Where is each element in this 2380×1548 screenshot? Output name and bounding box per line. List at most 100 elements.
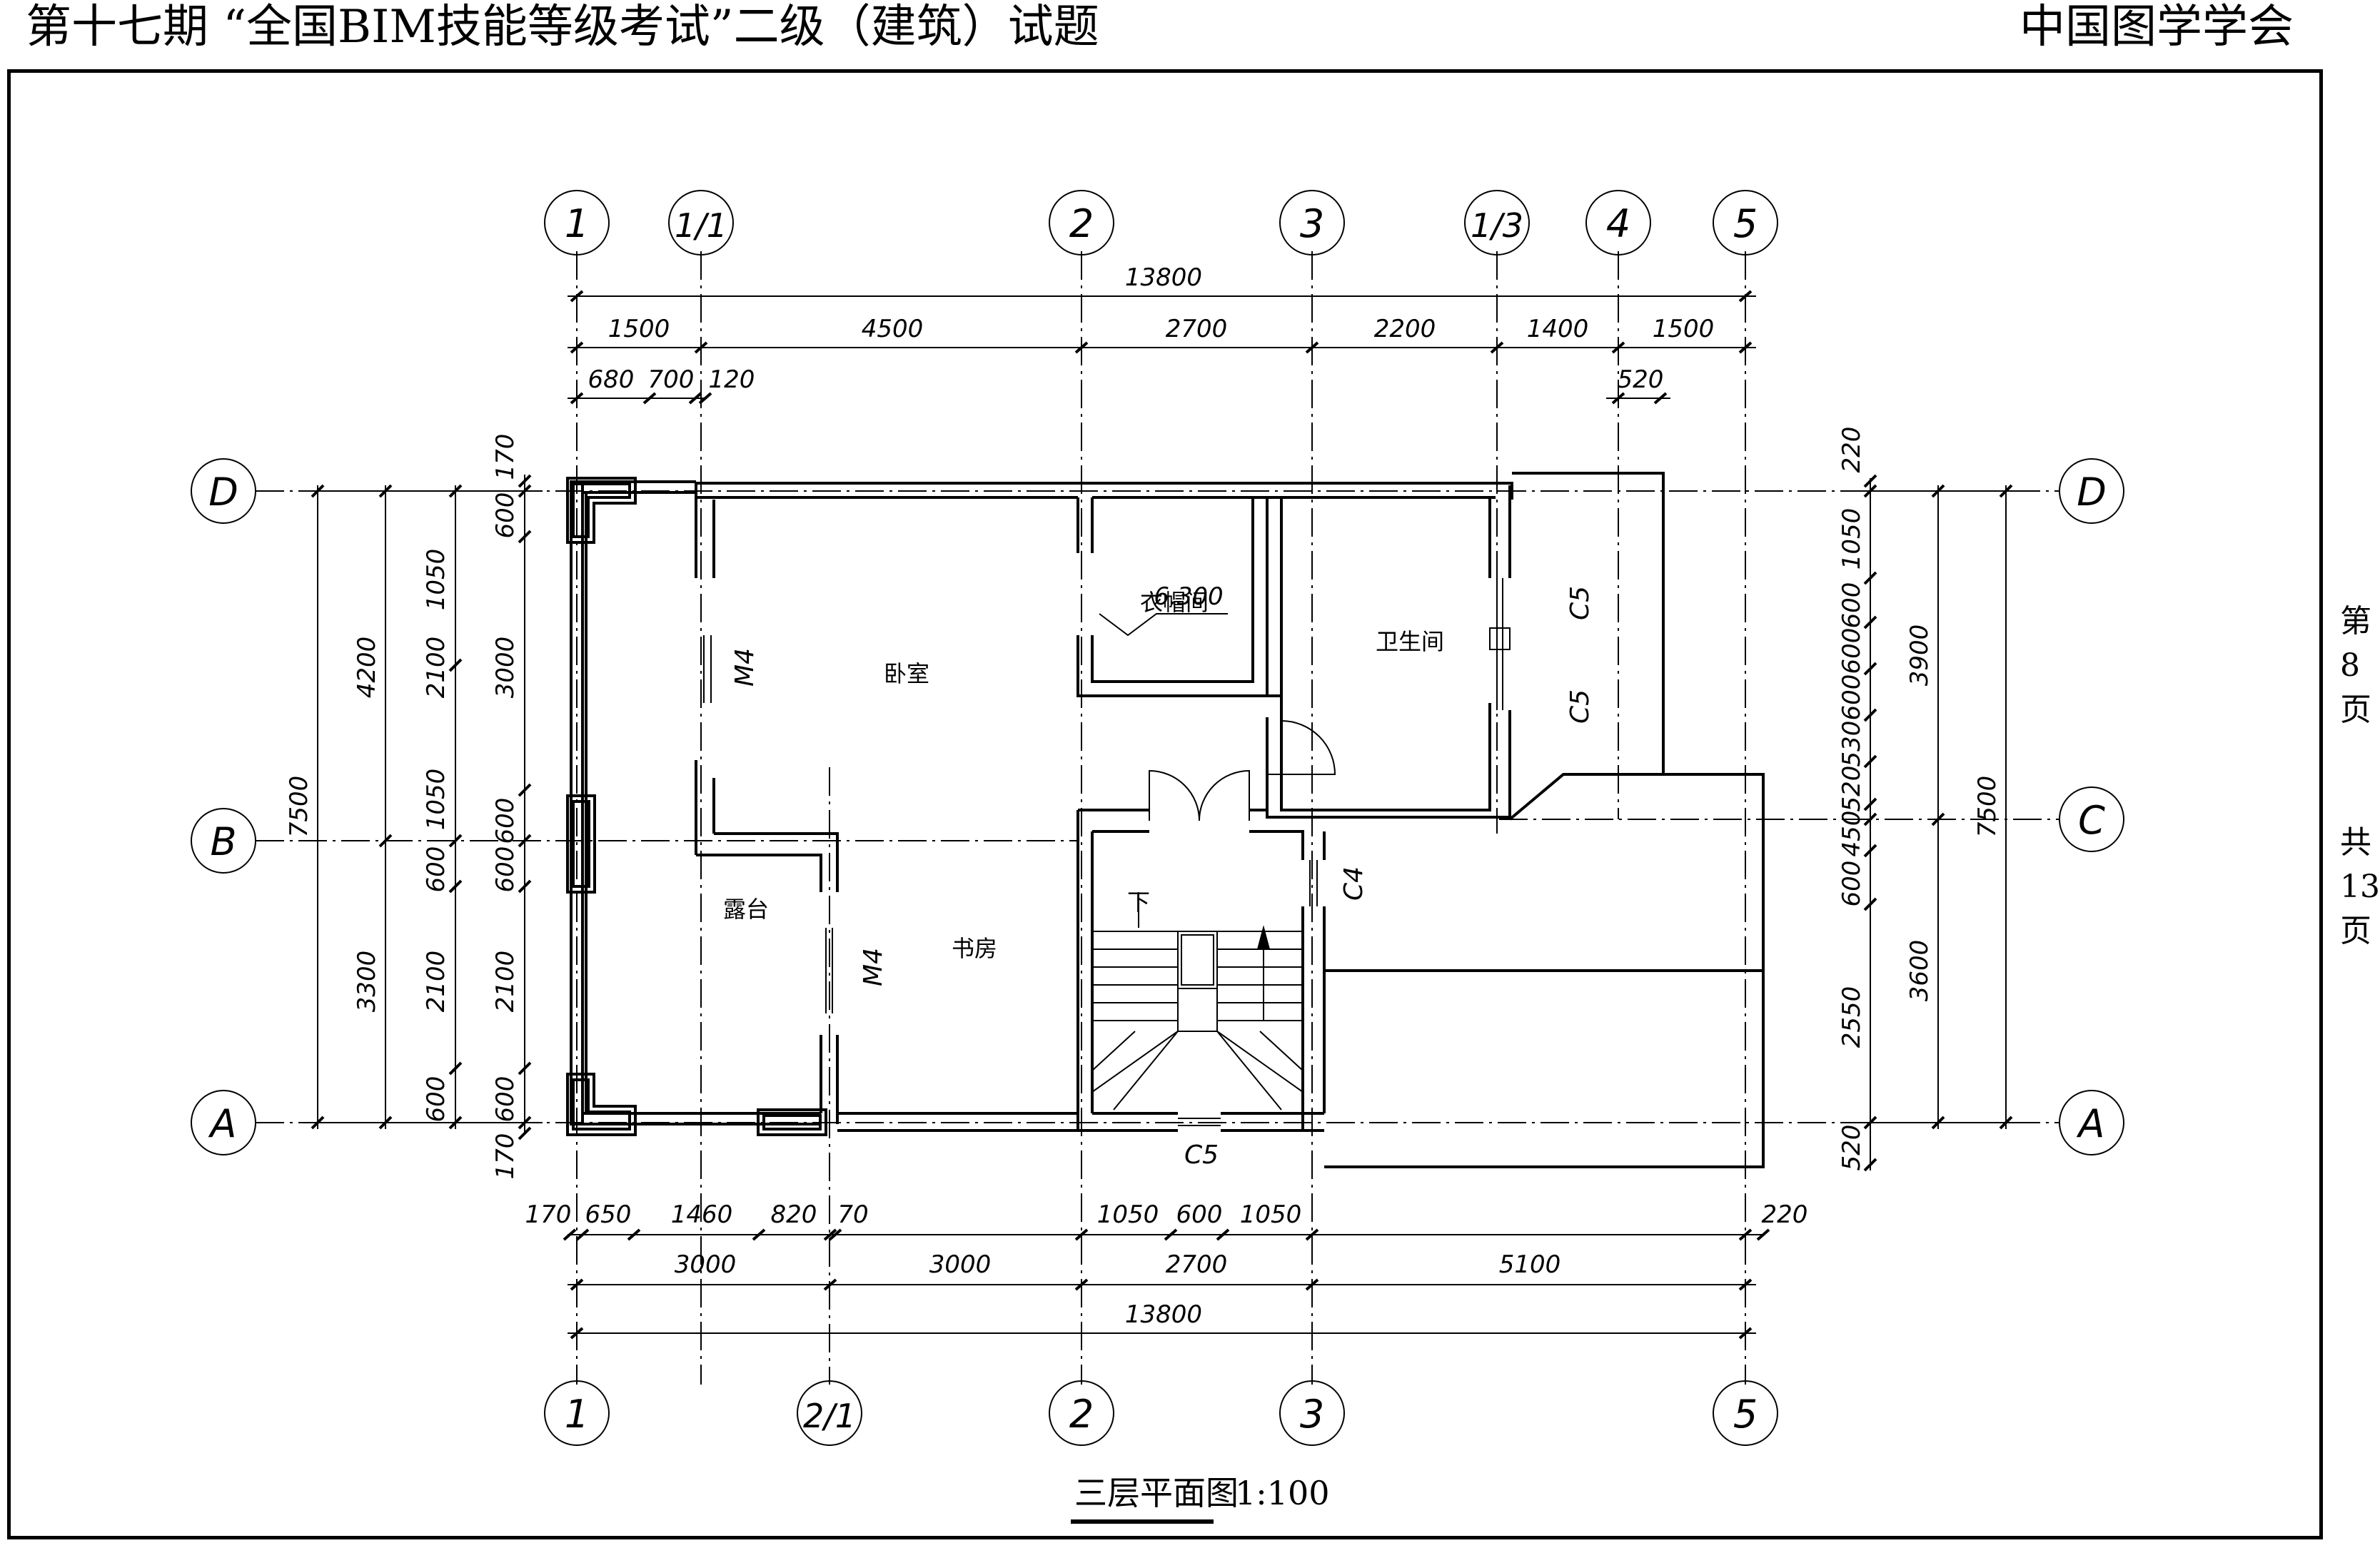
- dim-left-inner: 1050: [422, 769, 450, 831]
- dim-left-wall: 600: [491, 1076, 520, 1123]
- dim-top-seg: 2200: [1374, 315, 1436, 343]
- axis-label-bottom-3: 3: [1300, 1392, 1324, 1437]
- dim-bottom-detail: 1050: [1240, 1200, 1302, 1229]
- dimension-lines: [307, 295, 2020, 1334]
- page-total-number: 13: [2340, 869, 2380, 905]
- room-label-terrace: 露台: [723, 896, 769, 923]
- axis-label-top-1-1: 1/1: [675, 206, 727, 245]
- axis-label-right-a: A: [2077, 1101, 2105, 1146]
- dim-right-wall: 2550: [1837, 986, 1866, 1048]
- dim-left-inner: 2100: [422, 637, 450, 699]
- window-label-c5-lower: C5: [1565, 689, 1595, 724]
- dim-right-wall: 600: [1837, 582, 1866, 629]
- dim-right-mid: 3600: [1905, 940, 1934, 1002]
- dim-top-total: 13800: [1125, 263, 1202, 292]
- sheet-title: 第十七期 “全国BIM技能等级考试”二级（建筑）试题: [26, 1, 1099, 54]
- axis-label-top-5: 5: [1733, 201, 1758, 246]
- page-current-number: 8: [2340, 647, 2360, 684]
- page-total-prefix: 共: [2340, 824, 2371, 861]
- axis-label-left-d: D: [208, 470, 238, 515]
- dim-bottom-seg: 2700: [1166, 1250, 1228, 1279]
- organization-name: 中国图学学会: [2020, 1, 2294, 54]
- stair-down-label: 下: [1127, 889, 1150, 916]
- dim-right-outer: 7500: [1973, 776, 2002, 838]
- dim-top-detail: 680: [588, 365, 635, 394]
- room-label-bathroom: 卫生间: [1376, 628, 1444, 655]
- drawing-title: 三层平面图: [1074, 1474, 1239, 1512]
- dim-right-mid: 3900: [1905, 624, 1934, 687]
- dim-right-wall: 1050: [1837, 508, 1866, 570]
- room-label-bedroom: 卧室: [884, 660, 929, 687]
- dim-right-wall: 220: [1837, 427, 1866, 473]
- dim-top-seg: 1500: [608, 315, 670, 343]
- dim-top-detail: 700: [648, 365, 695, 394]
- dim-bottom-detail: 600: [1176, 1200, 1223, 1229]
- dim-bottom-detail: 820: [771, 1200, 817, 1229]
- axis-label-left-a: A: [208, 1101, 237, 1146]
- dim-left-mid: 4200: [353, 637, 381, 699]
- page-current-prefix: 第: [2340, 603, 2371, 639]
- axis-label-bottom-2: 2: [1069, 1392, 1094, 1437]
- dim-left-wall: 170: [491, 1133, 520, 1180]
- dim-top-seg: 1400: [1527, 315, 1589, 343]
- axis-label-bottom-1: 1: [565, 1392, 589, 1437]
- dim-left-inner: 600: [422, 846, 450, 893]
- door-label-m4-bedroom: M4: [730, 648, 760, 687]
- dim-right-wall: 600: [1837, 674, 1866, 721]
- dim-top-seg: 1500: [1653, 315, 1715, 343]
- axis-label-bottom-5: 5: [1733, 1392, 1758, 1437]
- axis-label-right-c: C: [2078, 798, 2105, 843]
- dim-right-wall: 530: [1837, 721, 1866, 767]
- dim-bottom-seg: 3000: [929, 1250, 992, 1279]
- doors: [703, 635, 1336, 1013]
- axis-label-right-d: D: [2077, 470, 2107, 515]
- dim-bottom-detail: 650: [585, 1200, 632, 1229]
- dim-left-outer: 7500: [285, 776, 313, 838]
- dim-right-wall: 520: [1837, 766, 1866, 812]
- axis-label-top-2: 2: [1069, 201, 1094, 246]
- dim-top-seg: 4500: [862, 315, 924, 343]
- columns: [566, 477, 827, 1136]
- dim-left-inner: 2100: [422, 951, 450, 1013]
- axis-label-bottom-2-1: 2/1: [803, 1397, 856, 1435]
- window-label-c4: C4: [1339, 866, 1368, 901]
- level-value: 6.300: [1154, 582, 1223, 611]
- dim-left-wall: 2100: [491, 951, 520, 1013]
- windows: [1178, 578, 1511, 1126]
- window-label-c5-upper: C5: [1565, 586, 1595, 620]
- dim-left-mid: 3300: [353, 951, 381, 1013]
- dim-left-wall: 3000: [491, 637, 520, 699]
- dim-bottom-detail: 70: [837, 1200, 868, 1229]
- dim-bottom-detail: 1460: [671, 1200, 733, 1229]
- axis-label-top-3: 3: [1300, 201, 1324, 246]
- dim-bottom-seg: 3000: [675, 1250, 737, 1279]
- drawing-frame: [7, 69, 2323, 1539]
- staircase: [1091, 892, 1304, 1111]
- axis-label-left-b: B: [210, 819, 236, 864]
- axis-label-top-1: 1: [565, 201, 589, 246]
- window-label-c5-stair: C5: [1184, 1140, 1219, 1170]
- dim-bottom-detail: 170: [525, 1200, 572, 1229]
- dim-bottom-total: 13800: [1125, 1300, 1202, 1329]
- dim-left-wall: 600: [491, 798, 520, 844]
- dim-left-inner: 600: [422, 1076, 450, 1123]
- dim-right-wall: 600: [1837, 628, 1866, 674]
- dim-right-wall: 520: [1837, 1125, 1866, 1171]
- dim-bottom-seg: 5100: [1499, 1250, 1561, 1279]
- page-total-suffix: 页: [2340, 913, 2371, 949]
- dim-left-inner: 1050: [422, 549, 450, 611]
- page-current-suffix: 页: [2340, 692, 2371, 728]
- door-label-m4-study: M4: [859, 948, 888, 986]
- dim-right-wall: 450: [1837, 811, 1866, 857]
- axis-label-top-4: 4: [1606, 201, 1630, 246]
- room-label-study: 书房: [952, 935, 997, 962]
- dim-left-wall: 170: [491, 434, 520, 480]
- dim-right-wall: 600: [1837, 861, 1866, 907]
- dimension-ticks: [311, 290, 2013, 1340]
- dim-left-wall: 600: [491, 846, 520, 893]
- room-label-closet: 衣帽间: [1140, 589, 1209, 616]
- dim-top-detail: 120: [709, 365, 755, 394]
- dim-top-seg: 2700: [1166, 315, 1228, 343]
- page-indicator: 第 8 页 共 13 页: [2340, 600, 2380, 953]
- dim-bottom-detail: 1050: [1097, 1200, 1159, 1229]
